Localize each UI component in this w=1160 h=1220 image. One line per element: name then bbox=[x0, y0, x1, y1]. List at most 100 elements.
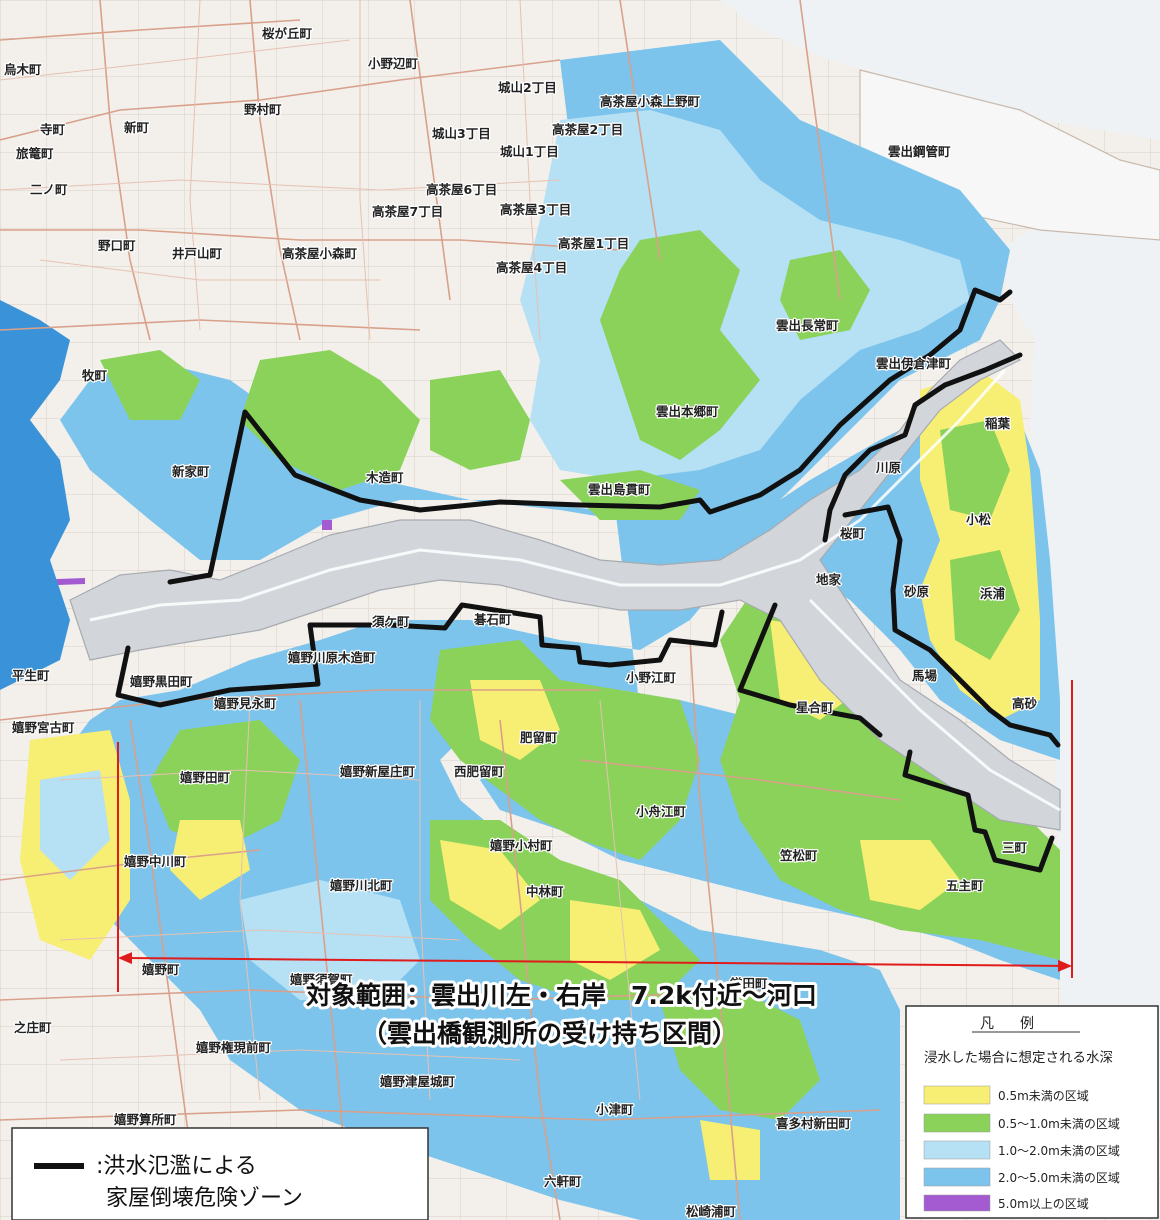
place-label: 高茶屋7丁目 bbox=[372, 204, 443, 219]
place-label: 松崎浦町 bbox=[686, 1204, 737, 1219]
place-label: 肥留町 bbox=[520, 730, 558, 745]
range-arrow bbox=[118, 952, 1072, 972]
sea-area bbox=[720, 0, 1160, 1120]
place-label: 星合町 bbox=[796, 700, 834, 715]
place-label: 雲出伊倉津町 bbox=[876, 356, 952, 371]
place-label: 笠松町 bbox=[779, 848, 818, 863]
danger-line-north2 bbox=[822, 352, 1023, 543]
place-label: 小舟江町 bbox=[635, 804, 687, 819]
danger-line-south-center bbox=[115, 602, 725, 708]
legend-swatch-10-20 bbox=[923, 1140, 991, 1160]
place-label: 六軒町 bbox=[544, 1174, 582, 1189]
place-label: 桜町 bbox=[840, 526, 866, 541]
place-label: 小野辺町 bbox=[367, 56, 419, 71]
legend-label: 5.0m以上の区域 bbox=[998, 1197, 1089, 1211]
place-label: 野口町 bbox=[98, 238, 136, 253]
legend-label: 0.5m未満の区域 bbox=[998, 1089, 1089, 1103]
place-label: 之庄町 bbox=[14, 1020, 52, 1035]
place-label: 嬉野中川町 bbox=[124, 854, 187, 869]
place-label: 木造町 bbox=[365, 470, 404, 485]
place-label: 三町 bbox=[1002, 840, 1028, 855]
place-label: 新家町 bbox=[172, 464, 210, 479]
place-label: 城山2丁目 bbox=[498, 80, 557, 95]
place-label: 嬉野権現前町 bbox=[196, 1040, 272, 1055]
place-label: 新町 bbox=[124, 120, 150, 135]
legend-swatch-lt05 bbox=[923, 1085, 991, 1105]
place-label: 嬉野宮古町 bbox=[12, 720, 75, 735]
kumozu-river-channel bbox=[69, 339, 1061, 831]
place-label: 須ケ町 bbox=[371, 614, 410, 629]
place-label: 浜浦 bbox=[980, 586, 1006, 601]
place-label: 寺町 bbox=[40, 122, 66, 137]
place-label: 嬉野須賀町 bbox=[290, 972, 353, 987]
danger-line-north bbox=[167, 287, 1013, 585]
legend-swatch-20-50 bbox=[923, 1167, 991, 1187]
place-label: 馬場 bbox=[912, 668, 938, 683]
place-label: 稲葉 bbox=[985, 416, 1011, 431]
place-label: 雲出長常町 bbox=[776, 318, 839, 333]
place-label: 旅篭町 bbox=[15, 146, 54, 161]
place-label: 嬉野算所町 bbox=[114, 1112, 177, 1127]
place-label: 砂原 bbox=[903, 584, 930, 599]
place-label: 小松 bbox=[965, 512, 992, 527]
place-label: 嬉野新屋庄町 bbox=[340, 764, 416, 779]
danger-line-southeast2 bbox=[902, 749, 1055, 873]
place-label: 高茶屋1丁目 bbox=[558, 236, 629, 251]
place-label: 井戸山町 bbox=[172, 246, 223, 261]
place-label: 五主町 bbox=[946, 878, 984, 893]
place-label: 西肥留町 bbox=[454, 764, 505, 779]
place-label: 雲出鋼管町 bbox=[888, 144, 951, 159]
place-label: 城山3丁目 bbox=[432, 126, 491, 141]
place-label: 嬉野黒田町 bbox=[130, 674, 193, 689]
place-label: 城山1丁目 bbox=[500, 144, 559, 159]
place-label: 高茶屋4丁目 bbox=[496, 260, 567, 275]
place-label: 嬉野川北町 bbox=[330, 878, 393, 893]
danger-zone-legend: :洪水氾濫による 家屋倒壊危険ゾーン bbox=[11, 1127, 429, 1220]
flood-depth-areas bbox=[20, 40, 1060, 1220]
place-label: 桜が丘町 bbox=[262, 26, 313, 41]
place-label: 嬉野小村町 bbox=[490, 838, 553, 853]
observation-section-label: （雲出橋観測所の受け持ち区間） bbox=[362, 1019, 737, 1048]
legend: 凡 例 浸水した場合に想定される水深 0.5m未満の区域 0.5～1.0m未満の… bbox=[905, 1005, 1159, 1219]
place-label: 嬉野見永町 bbox=[214, 696, 277, 711]
danger-line-south-east bbox=[737, 602, 883, 738]
place-label: 小野江町 bbox=[625, 670, 677, 685]
place-label: 烏木町 bbox=[4, 62, 42, 77]
road-network-secondary bbox=[0, 0, 641, 1101]
place-label: 高茶屋2丁目 bbox=[552, 122, 623, 137]
target-range-label: 対象範囲：雲出川左・右岸 7.2k付近～河口 bbox=[306, 981, 817, 1010]
place-label: 高砂 bbox=[1012, 696, 1038, 711]
place-label: 嬉野津屋城町 bbox=[380, 1074, 456, 1089]
place-label: 嬉野川原木造町 bbox=[288, 650, 376, 665]
place-label: 雲出本郷町 bbox=[656, 404, 719, 419]
legend-swatch-gt50 bbox=[923, 1194, 991, 1212]
place-label: 小津町 bbox=[595, 1102, 634, 1117]
legend-swatch-05-10 bbox=[923, 1113, 991, 1133]
place-label: 嬉野田町 bbox=[180, 770, 231, 785]
legend-title: 凡 例 bbox=[980, 1016, 1040, 1032]
place-label: 高茶屋6丁目 bbox=[426, 182, 497, 197]
place-label: 高茶屋小森上野町 bbox=[600, 94, 701, 109]
place-labels: 桜が丘町 小野辺町 城山2丁目 高茶屋小森上野町 烏木町 野村町 新町 城山3丁… bbox=[3, 25, 1039, 1220]
place-label: 高茶屋小森町 bbox=[282, 246, 358, 261]
danger-line-east bbox=[842, 504, 1061, 748]
river-centerline-south bbox=[808, 598, 1061, 812]
place-label: 碁石町 bbox=[473, 612, 512, 627]
place-label: 雲出島貫町 bbox=[588, 482, 651, 497]
danger-zone-label-line1: :洪水氾濫による bbox=[96, 1154, 257, 1179]
place-label: 鎌田町 bbox=[729, 976, 768, 991]
river-centerline bbox=[89, 368, 1007, 622]
place-label: 牧町 bbox=[82, 368, 108, 383]
legend-subtitle: 浸水した場合に想定される水深 bbox=[924, 1050, 1113, 1066]
place-label: 地家 bbox=[816, 572, 842, 587]
danger-zone-label-line2: 家屋倒壊危険ゾーン bbox=[106, 1186, 303, 1211]
place-label: 中林町 bbox=[526, 884, 564, 899]
place-label: 嬉野町 bbox=[142, 962, 180, 977]
target-range-arrows bbox=[117, 680, 1073, 992]
legend-label: 1.0～2.0m未満の区域 bbox=[998, 1144, 1120, 1158]
place-label: 川原 bbox=[875, 460, 902, 475]
legend-label: 2.0～5.0m未満の区域 bbox=[998, 1171, 1120, 1185]
place-label: 二ノ町 bbox=[30, 182, 68, 197]
house-collapse-danger-zone-lines bbox=[115, 287, 1061, 873]
